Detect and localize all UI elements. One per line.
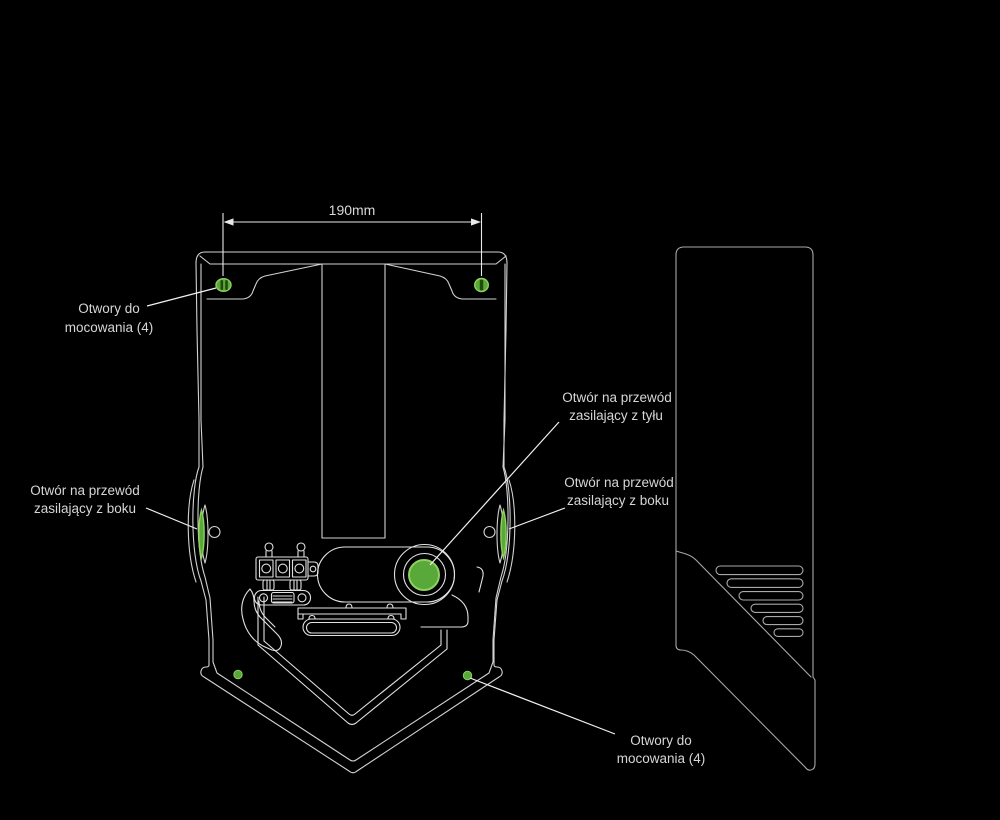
inner-chevron-inner <box>263 596 442 716</box>
rear-hole-outer-ring <box>393 543 456 606</box>
leader-side-right <box>508 507 566 530</box>
mounting-hole-icon-top-left <box>215 278 232 293</box>
label-rear-line1: Otwór na przewód <box>562 390 672 405</box>
right-ear-circle <box>483 525 496 539</box>
label-mount-bottom-line1: Otwory do <box>630 733 692 748</box>
left-ear-circle <box>208 525 221 539</box>
label-side-right-line2: zasilający z boku <box>567 493 669 508</box>
label-mount-top-line2: mocowania (4) <box>65 320 154 335</box>
rail-bar <box>297 603 407 620</box>
side-outer-outline <box>675 246 816 771</box>
vent-slot <box>738 591 804 601</box>
dimension-extension-lines <box>222 213 483 276</box>
right-step <box>476 566 484 593</box>
dimension-value: 190mm <box>329 202 376 218</box>
labels: Otwory do mocowania (4) Otwór na przewód… <box>30 301 705 766</box>
hole-slot <box>479 279 484 291</box>
right-hole-pocket <box>384 263 497 300</box>
front-outer-outline <box>192 251 511 774</box>
strap-hook <box>241 588 283 652</box>
hole-slot <box>220 280 224 290</box>
label-side-left-line2: zasilający z boku <box>34 501 136 516</box>
front-top-inner-edge <box>199 255 507 265</box>
green-markers <box>198 277 507 681</box>
side-cable-hole-icon-right <box>500 507 507 561</box>
vent-slot <box>715 565 804 576</box>
vent-slot <box>726 578 804 588</box>
dimension-arrow-right <box>471 218 481 226</box>
mounting-hole-icon-bottom-right <box>462 670 473 681</box>
mounting-hole-icon-bottom-left <box>233 669 243 680</box>
front-view <box>187 251 516 774</box>
label-rear: Otwór na przewód zasilający z tyłu <box>562 390 672 423</box>
leader-lines <box>145 287 616 735</box>
rear-hole-inner-ring <box>402 552 447 597</box>
vent-grille <box>715 565 804 637</box>
label-mount-bottom-line2: mocowania (4) <box>617 751 706 766</box>
dimension-190mm: 190mm <box>222 202 483 276</box>
side-cable-hole-icon-left <box>198 507 205 561</box>
strap-hook-inner <box>258 600 276 628</box>
leader-mount-top <box>146 287 217 307</box>
left-hole-pocket <box>206 263 323 300</box>
clamp-bracket <box>253 589 312 606</box>
label-rear-line2: zasilający z tyłu <box>569 408 663 423</box>
leader-rear <box>429 421 560 566</box>
label-mount-top: Otwory do mocowania (4) <box>65 301 154 335</box>
cable-channel <box>321 263 386 539</box>
label-mount-bottom: Otwory do mocowania (4) <box>617 733 706 766</box>
vent-slot <box>750 603 804 613</box>
front-inner-wall <box>197 263 509 762</box>
label-side-right-line1: Otwór na przewód <box>564 475 674 490</box>
label-side-left: Otwór na przewód zasilający z boku <box>30 483 140 516</box>
side-view <box>675 246 816 771</box>
terminal-block <box>255 542 319 591</box>
side-cover-seam <box>675 550 812 678</box>
hole-slot <box>225 280 228 290</box>
rear-cable-hole-icon <box>408 559 440 591</box>
vent-slot <box>773 628 804 637</box>
dimension-arrow-left <box>223 218 234 226</box>
leader-side-left <box>145 507 198 530</box>
inner-chevron-outer <box>257 596 448 726</box>
right-ear-arc <box>506 479 516 583</box>
label-side-right: Otwór na przewód zasilający z boku <box>564 475 674 508</box>
slot-bar <box>302 614 401 637</box>
label-side-left-line1: Otwór na przewód <box>30 483 140 498</box>
left-ear-arc <box>187 479 197 583</box>
vent-slot <box>762 616 804 626</box>
right-arm <box>420 594 469 628</box>
leader-mount-bottom <box>469 677 616 735</box>
label-mount-top-line1: Otwory do <box>78 301 140 316</box>
